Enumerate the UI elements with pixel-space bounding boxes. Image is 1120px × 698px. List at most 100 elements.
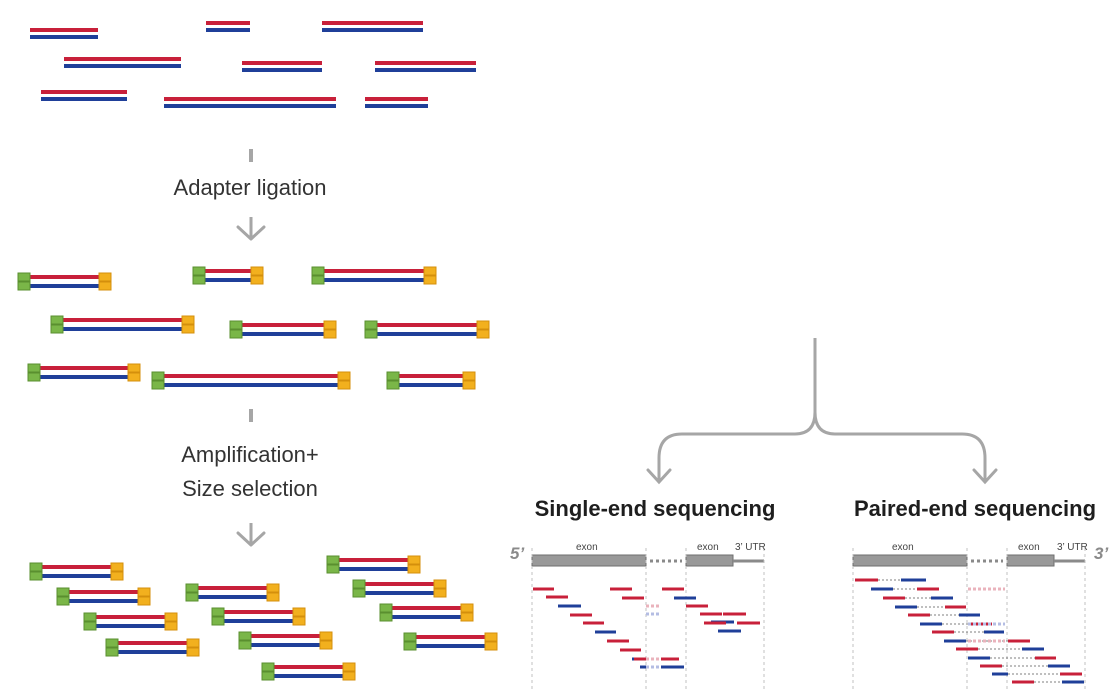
adapter-left — [105, 647, 119, 657]
adapter-right — [462, 380, 476, 390]
adapter-left — [29, 562, 43, 572]
ligated-fragment — [229, 320, 337, 339]
ligated-fragment — [364, 320, 490, 339]
adapter-left — [56, 587, 70, 597]
adapter-left — [185, 583, 199, 593]
adapter-right — [164, 621, 178, 631]
single-end-read-map — [531, 548, 765, 690]
adapter-left — [83, 612, 97, 622]
adapter-left — [403, 641, 417, 651]
pe-exon2-label: exon — [1018, 542, 1040, 553]
adapter-left — [27, 372, 41, 382]
adapter-right — [433, 579, 447, 589]
adapter-left — [229, 320, 243, 330]
adapter-right — [292, 616, 306, 626]
amplification-label: Amplification+ — [181, 442, 319, 467]
three-prime-label: 3’ — [1094, 544, 1109, 563]
adapter-left — [83, 621, 97, 631]
se-exon1-label: exon — [576, 542, 598, 553]
adapter-left — [379, 603, 393, 613]
adapter-right — [484, 641, 498, 651]
amplified-fragment — [105, 638, 200, 657]
adapter-right — [110, 571, 124, 581]
adapter-left — [326, 555, 340, 565]
adapter-right — [407, 555, 421, 565]
adapter-right — [460, 612, 474, 622]
adapter-left — [192, 275, 206, 285]
adapter-right — [292, 607, 306, 617]
branch-left-path — [657, 338, 817, 480]
adapter-right — [319, 631, 333, 641]
branch-right-arrowhead — [972, 468, 998, 485]
amplified-fragment — [238, 631, 333, 650]
adapter-right — [323, 320, 337, 330]
paired-end-title: Paired-end sequencing — [853, 496, 1097, 521]
adapter-left — [17, 281, 31, 291]
adapter-left — [364, 329, 378, 339]
adapter-right — [462, 371, 476, 381]
amplified-fragment — [83, 612, 178, 631]
adapter-left — [386, 380, 400, 390]
ligated-fragment — [27, 363, 141, 382]
adapter-left — [50, 324, 64, 334]
amplified-fragment — [261, 662, 356, 681]
adapter-right — [164, 612, 178, 622]
adapter-right — [484, 632, 498, 642]
adapter-right — [319, 640, 333, 650]
adapter-right — [476, 329, 490, 339]
adapter-left — [50, 315, 64, 325]
amplified-fragment — [352, 579, 447, 598]
adapter-left — [261, 662, 275, 672]
adapter-left — [229, 329, 243, 339]
adapter-ligated-fragments — [17, 266, 490, 390]
adapter-right — [407, 564, 421, 574]
chevron-down-arrow-icon — [236, 531, 266, 547]
size-selection-label: Size selection — [182, 476, 318, 501]
five-prime-label: 5’ — [510, 544, 525, 563]
adapter-right — [110, 562, 124, 572]
adapter-left — [403, 632, 417, 642]
adapter-left — [364, 320, 378, 330]
adapter-left — [352, 588, 366, 598]
paired-end-read-map — [852, 548, 1086, 690]
amplified-fragment — [29, 562, 124, 581]
adapter-right — [250, 266, 264, 276]
amplified-fragment — [403, 632, 498, 651]
adapter-right — [181, 315, 195, 325]
adapter-right — [181, 324, 195, 334]
ligated-fragment — [192, 266, 264, 285]
adapter-left — [185, 592, 199, 602]
adapter-right — [98, 272, 112, 282]
ligated-fragment — [311, 266, 437, 285]
adapter-left — [311, 266, 325, 276]
adapter-right — [460, 603, 474, 613]
adapter-right — [476, 320, 490, 330]
adapter-left — [238, 631, 252, 641]
adapter-right — [337, 380, 351, 390]
adapter-left — [192, 266, 206, 276]
exon-box — [1006, 554, 1055, 567]
single-end-title: Single-end sequencing — [534, 496, 776, 521]
amplified-fragment — [379, 603, 474, 622]
adapter-left — [261, 671, 275, 681]
adapter-left — [211, 607, 225, 617]
adapter-left — [56, 596, 70, 606]
se-utr-label: 3’ UTR — [735, 542, 766, 553]
adapter-right — [137, 587, 151, 597]
adapter-right — [342, 671, 356, 681]
adapter-right — [186, 647, 200, 657]
branch-right-path — [813, 411, 987, 480]
adapter-left — [326, 564, 340, 574]
ligated-fragment — [17, 272, 112, 291]
adapter-left — [17, 272, 31, 282]
exon-box — [852, 554, 968, 567]
pe-exon1-label: exon — [892, 542, 914, 553]
adapter-right — [423, 275, 437, 285]
adapter-left — [105, 638, 119, 648]
adapter-left — [211, 616, 225, 626]
exon-box — [531, 554, 647, 567]
exon-box — [685, 554, 734, 567]
dna-fragments — [30, 21, 476, 108]
adapter-right — [137, 596, 151, 606]
